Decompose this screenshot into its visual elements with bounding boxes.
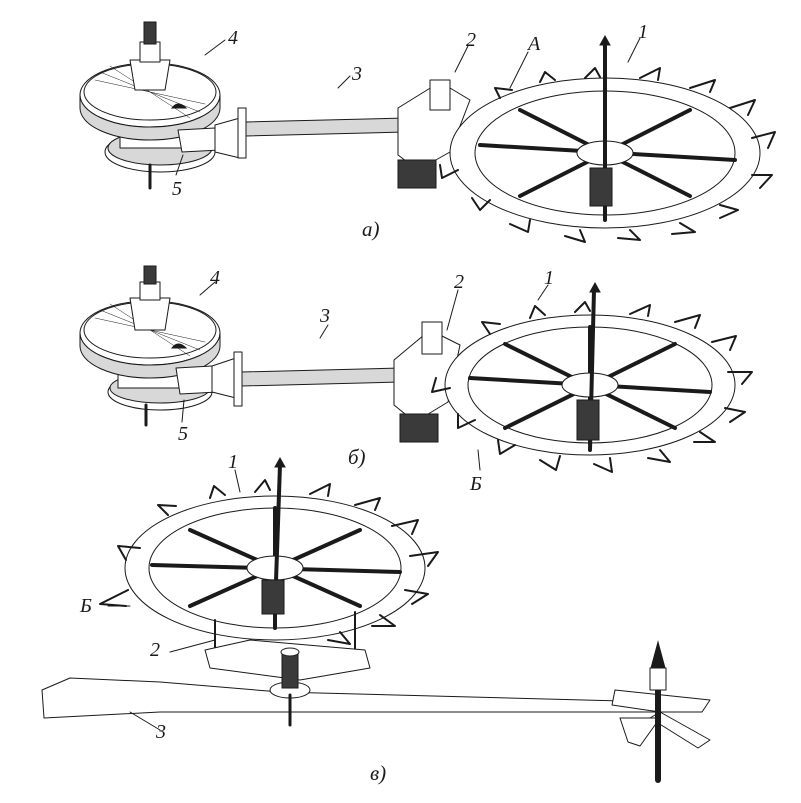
lever-b — [211, 351, 411, 407]
label-c-1: 1 — [228, 451, 238, 473]
label-a-tooth: А — [526, 33, 541, 55]
pallet-fork-a — [397, 79, 471, 189]
panel-a: 4 3 2 А 1 5 а) — [79, 21, 776, 243]
escape-teeth-c — [99, 479, 439, 645]
leader-lines-a — [175, 37, 641, 176]
label-c-2: 2 — [150, 639, 160, 661]
panel-c: 1 Б 2 3 в) — [41, 451, 711, 785]
label-b-1: 1 — [544, 267, 554, 289]
caption-c: в) — [370, 761, 386, 785]
escape-wheel-a — [439, 34, 776, 243]
balance-wheel-a — [79, 21, 221, 190]
balance-wheel-b — [79, 265, 221, 427]
pallet-fork-b — [393, 321, 461, 443]
leader-lines-b — [181, 281, 549, 471]
escape-teeth-b — [431, 301, 753, 473]
caption-b: б) — [348, 445, 366, 469]
label-c-tooth: Б — [79, 595, 92, 617]
escape-teeth-a — [439, 67, 776, 243]
label-a-3: 3 — [351, 63, 362, 85]
label-a-2: 2 — [466, 29, 476, 51]
label-b-5: 5 — [178, 423, 188, 445]
leader-lines-c — [107, 469, 241, 731]
lever-a — [214, 107, 414, 159]
label-b-3: 3 — [319, 305, 330, 327]
escape-wheel-b — [431, 281, 753, 473]
panel-b: 4 3 2 1 5 Б б) — [79, 265, 753, 495]
label-b-4: 4 — [210, 267, 220, 289]
label-a-1: 1 — [638, 21, 648, 43]
label-c-3: 3 — [155, 721, 166, 743]
escape-wheel-c — [99, 456, 439, 645]
caption-a: а) — [362, 217, 380, 241]
label-a-5: 5 — [172, 178, 182, 200]
label-b-tooth: Б — [469, 473, 482, 495]
balance-roller-c — [611, 640, 711, 783]
label-a-4: 4 — [228, 27, 238, 49]
label-b-2: 2 — [454, 271, 464, 293]
